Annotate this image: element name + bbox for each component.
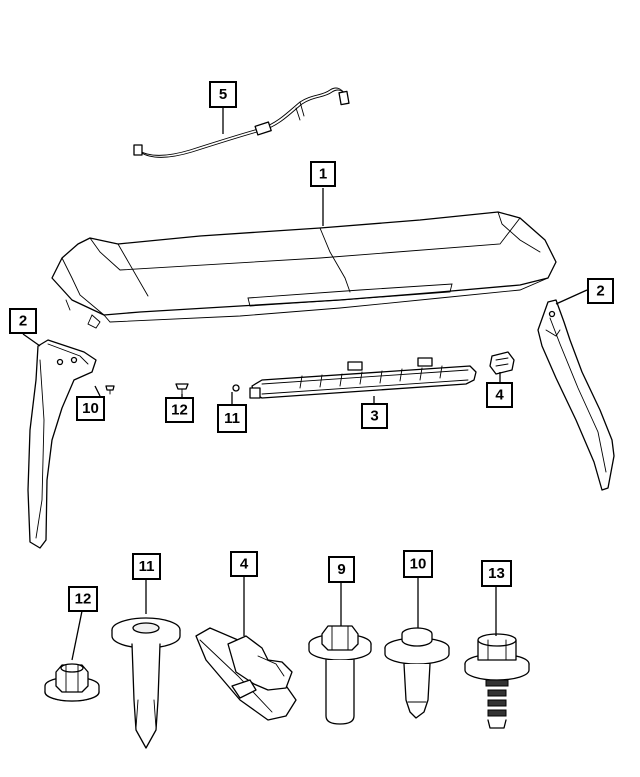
callout-11-bottom: 11 [132, 553, 161, 580]
right-trim-panel-icon [537, 299, 615, 491]
callout-label: 5 [219, 86, 227, 103]
brake-lamp-icon [249, 357, 477, 399]
callout-label: 11 [224, 410, 240, 427]
stud-icon [384, 627, 450, 719]
callout-label: 11 [139, 558, 155, 575]
callout-1: 1 [310, 161, 336, 187]
callout-13: 13 [481, 560, 512, 587]
callout-9: 9 [328, 556, 355, 583]
callout-4-top: 4 [486, 382, 513, 408]
callout-label: 12 [171, 402, 188, 419]
flange-nut-icon [44, 663, 100, 702]
callout-label: 13 [488, 565, 505, 582]
callout-label: 4 [240, 556, 249, 573]
callout-4-bottom: 4 [230, 551, 258, 577]
callout-label: 3 [370, 408, 378, 425]
callout-label: 9 [337, 561, 345, 578]
callout-2-right: 2 [587, 278, 614, 304]
callout-10-bottom: 10 [403, 550, 433, 578]
callout-label: 2 [19, 313, 27, 330]
callout-label: 4 [495, 387, 504, 404]
callout-label: 10 [82, 400, 99, 417]
small-stud-icon [105, 385, 115, 395]
callout-12-bottom: 12 [68, 586, 98, 612]
spoiler-icon [51, 211, 557, 329]
connector-icon [489, 351, 515, 375]
threaded-screw-icon [464, 633, 530, 729]
hex-bolt-icon [308, 625, 372, 725]
callout-5: 5 [209, 81, 237, 108]
push-pin-icon [111, 617, 181, 749]
left-trim-panel-icon [27, 339, 97, 549]
callout-label: 10 [410, 556, 427, 573]
callout-11-top: 11 [217, 404, 247, 433]
small-push-pin-icon [175, 383, 189, 395]
callout-3: 3 [361, 403, 388, 429]
callout-10-top: 10 [76, 396, 105, 421]
bracket-icon [195, 627, 297, 721]
callout-2-left: 2 [9, 308, 37, 334]
wire-harness-icon [133, 87, 350, 158]
small-screw-icon [232, 384, 240, 392]
callout-12-top: 12 [165, 397, 194, 423]
callout-label: 12 [75, 591, 92, 608]
callout-label: 2 [596, 283, 604, 300]
callout-label: 1 [319, 166, 327, 183]
